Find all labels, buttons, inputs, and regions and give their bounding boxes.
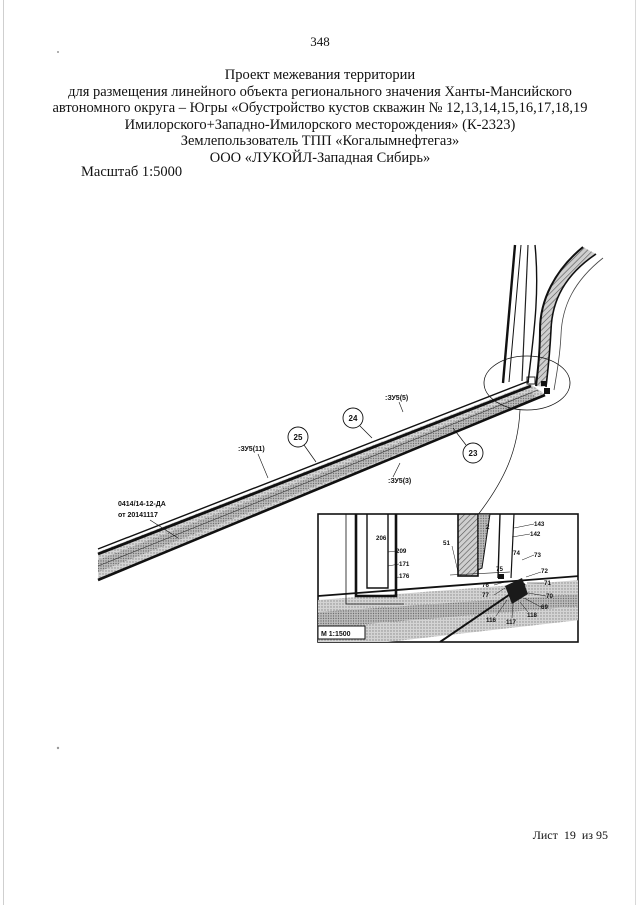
point-74: 74 bbox=[513, 550, 520, 557]
point-72: 72 bbox=[541, 568, 548, 575]
point-118: 118 bbox=[527, 612, 538, 619]
title-line: для размещения линейного объекта региона… bbox=[68, 83, 572, 100]
point-142: 142 bbox=[530, 531, 541, 538]
point-209: 209 bbox=[396, 548, 407, 555]
point-77: 77 bbox=[482, 592, 489, 599]
page-edge-left bbox=[3, 0, 4, 905]
circle-24-leader bbox=[359, 425, 373, 439]
title-line: Проект межевания территории bbox=[224, 67, 416, 83]
point-206: 206 bbox=[376, 535, 387, 542]
point-75: 75 bbox=[496, 566, 503, 573]
plot-label-zu5-5-leader bbox=[398, 401, 404, 413]
title-line: Землепользователь ТПП «Когалымнефтегаз» bbox=[180, 133, 460, 149]
plot-label-zu5-11: :ЗУ5(11) bbox=[238, 446, 265, 453]
detail-leader bbox=[476, 409, 521, 517]
map-scale: Масштаб 1:5000 bbox=[81, 164, 183, 180]
point-116: 116 bbox=[486, 617, 497, 624]
page-edge-right bbox=[635, 0, 636, 905]
plot-label-zu5-5: :ЗУ5(5) bbox=[385, 395, 408, 402]
sheet-total: 95 bbox=[596, 828, 608, 842]
doc-ref-leader bbox=[149, 519, 179, 539]
inset-scale: М 1:1500 bbox=[321, 631, 351, 638]
point-143: 143 bbox=[534, 521, 545, 528]
circle-24-label: 24 bbox=[349, 414, 358, 423]
point-76: 76 bbox=[482, 582, 489, 589]
sheet-of-label: из bbox=[581, 828, 593, 842]
sheet-label: Лист bbox=[532, 828, 558, 842]
vertical-corridor bbox=[501, 244, 538, 384]
doc-ref-number: 0414/14-12-ДА bbox=[118, 501, 166, 508]
plot-label-zu5-3: :ЗУ5(3) bbox=[388, 478, 411, 485]
detail-ellipse bbox=[483, 355, 571, 411]
point-71: 71 bbox=[544, 580, 551, 587]
circle-23-leader bbox=[452, 427, 467, 446]
point-51: 51 bbox=[443, 540, 450, 547]
plot-label-zu5-11-leader bbox=[257, 453, 269, 479]
doc-ref-date: от 20141117 bbox=[118, 512, 158, 519]
title-line: Имилорского+Западно-Имилорского месторож… bbox=[124, 116, 516, 133]
plot-label-zu5-3-leader bbox=[392, 462, 401, 478]
point-73: 73 bbox=[534, 552, 541, 559]
circle-25-label: 25 bbox=[294, 433, 303, 442]
junction-markers bbox=[526, 376, 550, 394]
point-69: 69 bbox=[541, 604, 548, 611]
detail-inset: М 1:1500 206 209 171 176 51 2 143 142 74… bbox=[317, 513, 579, 643]
circle-23-label: 23 bbox=[469, 449, 478, 458]
point-70: 70 bbox=[546, 593, 553, 600]
contour-circle-23: 23 bbox=[462, 442, 484, 464]
title-block: Проект межевания территории для размещен… bbox=[40, 67, 600, 166]
margin-mark bbox=[57, 51, 59, 53]
page-number: 348 bbox=[310, 34, 330, 49]
sheet-number: 19 bbox=[563, 828, 576, 842]
contour-circle-24: 24 bbox=[342, 407, 364, 429]
title-line: автономного округа – Югры «Обустройство … bbox=[52, 100, 588, 116]
title-line: ООО «ЛУКОЙЛ-Западная Сибирь» bbox=[209, 149, 431, 166]
point-171: 171 bbox=[399, 561, 410, 568]
point-176: 176 bbox=[399, 573, 410, 580]
curved-road bbox=[535, 246, 604, 391]
circle-25-leader bbox=[303, 444, 317, 463]
point-2: 2 bbox=[486, 524, 490, 531]
contour-circle-25: 25 bbox=[287, 426, 309, 448]
corridor-band bbox=[97, 380, 546, 582]
point-117: 117 bbox=[506, 619, 517, 626]
margin-mark bbox=[56, 746, 60, 750]
